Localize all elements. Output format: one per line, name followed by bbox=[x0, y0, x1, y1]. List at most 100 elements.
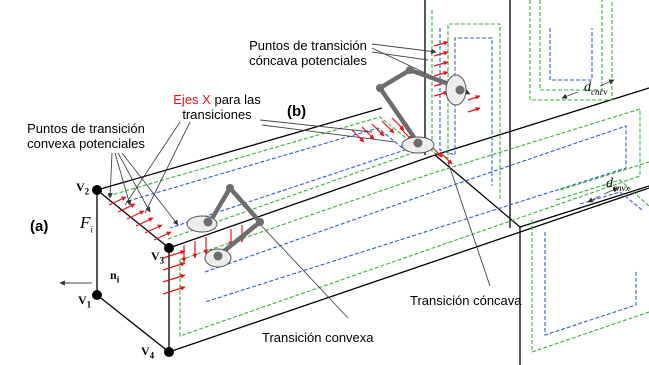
convex-arrow bbox=[162, 262, 186, 271]
robot-b-arm bbox=[377, 67, 461, 145]
robot-a-ankle-front bbox=[213, 251, 223, 261]
label-v1-letter: V bbox=[78, 293, 87, 307]
leader-axes-3 bbox=[259, 119, 373, 133]
concave-arrow bbox=[433, 40, 449, 47]
label-d-cncv-letter: d bbox=[584, 80, 591, 95]
convex-arrow bbox=[126, 210, 145, 220]
leader-axes-1 bbox=[124, 121, 181, 206]
robot-a-joint bbox=[226, 184, 234, 192]
leader-concave-points-3 bbox=[371, 51, 429, 61]
label-x-axes-line1: Ejes X para las bbox=[152, 92, 282, 107]
leader-concave-transition bbox=[447, 161, 491, 287]
robot-a bbox=[186, 184, 264, 268]
label-x-axes: Ejes X para las transiciones bbox=[152, 92, 282, 122]
convex-arrow bbox=[135, 217, 154, 227]
concave-arrow bbox=[467, 107, 481, 113]
robot-a-arm bbox=[208, 185, 263, 258]
label-v2-sub: 2 bbox=[84, 186, 90, 197]
right-wall-inner-path bbox=[549, 28, 593, 81]
label-panel-b: (b) bbox=[287, 103, 307, 120]
label-convex-points: Puntos de transición convexa potenciales bbox=[2, 121, 170, 151]
d-cnvx-arrow-2 bbox=[603, 187, 619, 195]
concave-arrow bbox=[433, 60, 449, 67]
label-face-letter: F bbox=[80, 213, 91, 232]
wall-outer-path bbox=[431, 10, 501, 200]
label-d-cnvx: dcnvx bbox=[606, 176, 629, 196]
floor-inner-path bbox=[544, 232, 637, 336]
label-normal-letter: n bbox=[110, 268, 117, 282]
d-cncv-arrow-1 bbox=[561, 91, 579, 99]
floor-upper-outer-path bbox=[559, 161, 649, 191]
robot-b-ankle-wall bbox=[455, 85, 465, 95]
label-v3-letter: V bbox=[151, 249, 160, 263]
convex-transition-arrows bbox=[108, 196, 245, 295]
label-v3: V3 bbox=[151, 249, 164, 268]
box-edges bbox=[96, 0, 649, 365]
leader-convex-points-2 bbox=[114, 152, 132, 206]
label-x-axes-line2: transiciones bbox=[182, 107, 252, 122]
label-x-axes-suffix: para las bbox=[214, 92, 261, 107]
label-concave-transition: Transición cóncava bbox=[410, 293, 522, 308]
label-convex-points-line1: Puntos de transición bbox=[27, 121, 145, 136]
leader-convex-transition bbox=[257, 221, 349, 319]
left-bottom-edge bbox=[96, 294, 170, 353]
label-convex-transition: Transición convexa bbox=[262, 330, 374, 345]
corner-right-edge bbox=[519, 185, 649, 228]
label-v1-sub: 1 bbox=[86, 299, 92, 310]
robot-a-foot-top bbox=[186, 215, 218, 233]
top-face-inner-path bbox=[127, 127, 407, 229]
leader-convex-points-4 bbox=[121, 152, 179, 226]
label-normal: ni bbox=[110, 268, 119, 287]
concave-arrow bbox=[433, 70, 449, 77]
convex-arrow bbox=[162, 286, 186, 295]
label-v4-sub: 4 bbox=[149, 350, 155, 361]
concave-arrow bbox=[381, 120, 395, 134]
convex-arrow bbox=[162, 274, 186, 283]
label-d-cncv: dcncv bbox=[584, 80, 607, 100]
label-d-cnvx-sub: cnvx bbox=[613, 182, 630, 193]
convex-arrow bbox=[117, 203, 136, 213]
d-cnvx-arrow-1 bbox=[587, 195, 601, 203]
robot-b-joint bbox=[406, 66, 414, 74]
label-x-axes-prefix: Ejes X bbox=[173, 92, 211, 107]
leader-convex-points-1 bbox=[107, 152, 113, 199]
coverage-paths bbox=[107, 0, 649, 353]
vertices bbox=[92, 185, 174, 357]
label-concave-points-line2: cóncava potenciales bbox=[249, 53, 367, 68]
d-cncv-arrow-2 bbox=[599, 79, 615, 87]
label-panel-a: (a) bbox=[30, 218, 49, 235]
leader-convex-points-3 bbox=[117, 152, 151, 213]
leader-lines bbox=[59, 43, 619, 319]
label-convex-points-line2: convexa potenciales bbox=[27, 136, 145, 151]
label-face: Fi bbox=[80, 213, 93, 237]
concave-arrow bbox=[433, 50, 449, 57]
vertex-v3 bbox=[164, 243, 174, 253]
concave-arrow bbox=[371, 123, 385, 137]
floor-upper-outer-path-2 bbox=[555, 179, 649, 207]
leader-concave-points-1 bbox=[371, 43, 437, 55]
leader-axes-2 bbox=[144, 121, 191, 214]
concave-arrow bbox=[467, 95, 481, 101]
label-v2-letter: V bbox=[76, 180, 85, 194]
right-wall-outer-path bbox=[529, 0, 613, 101]
front-top-edge bbox=[434, 87, 649, 156]
label-v2: V2 bbox=[76, 180, 89, 199]
concave-arrow bbox=[391, 117, 405, 131]
label-v3-sub: 3 bbox=[159, 255, 165, 266]
concave-arrow bbox=[439, 151, 453, 165]
label-concave-points-line1: Puntos de transición bbox=[249, 38, 367, 53]
label-d-cncv-sub: cncv bbox=[591, 86, 608, 97]
front-face-inner-path bbox=[204, 125, 627, 303]
robot-a-ankle-top bbox=[203, 217, 213, 227]
label-face-sub: i bbox=[90, 224, 93, 235]
vertex-v1 bbox=[92, 290, 102, 300]
concave-arrow bbox=[351, 129, 365, 143]
concave-transition-arrows bbox=[351, 40, 481, 165]
top-left-edge bbox=[96, 189, 170, 249]
robot-a-joint bbox=[256, 218, 264, 226]
front-bottom-edge bbox=[168, 187, 649, 353]
top-front-edge bbox=[168, 154, 436, 249]
concave-seam bbox=[434, 154, 521, 228]
vertex-v2 bbox=[92, 185, 102, 195]
